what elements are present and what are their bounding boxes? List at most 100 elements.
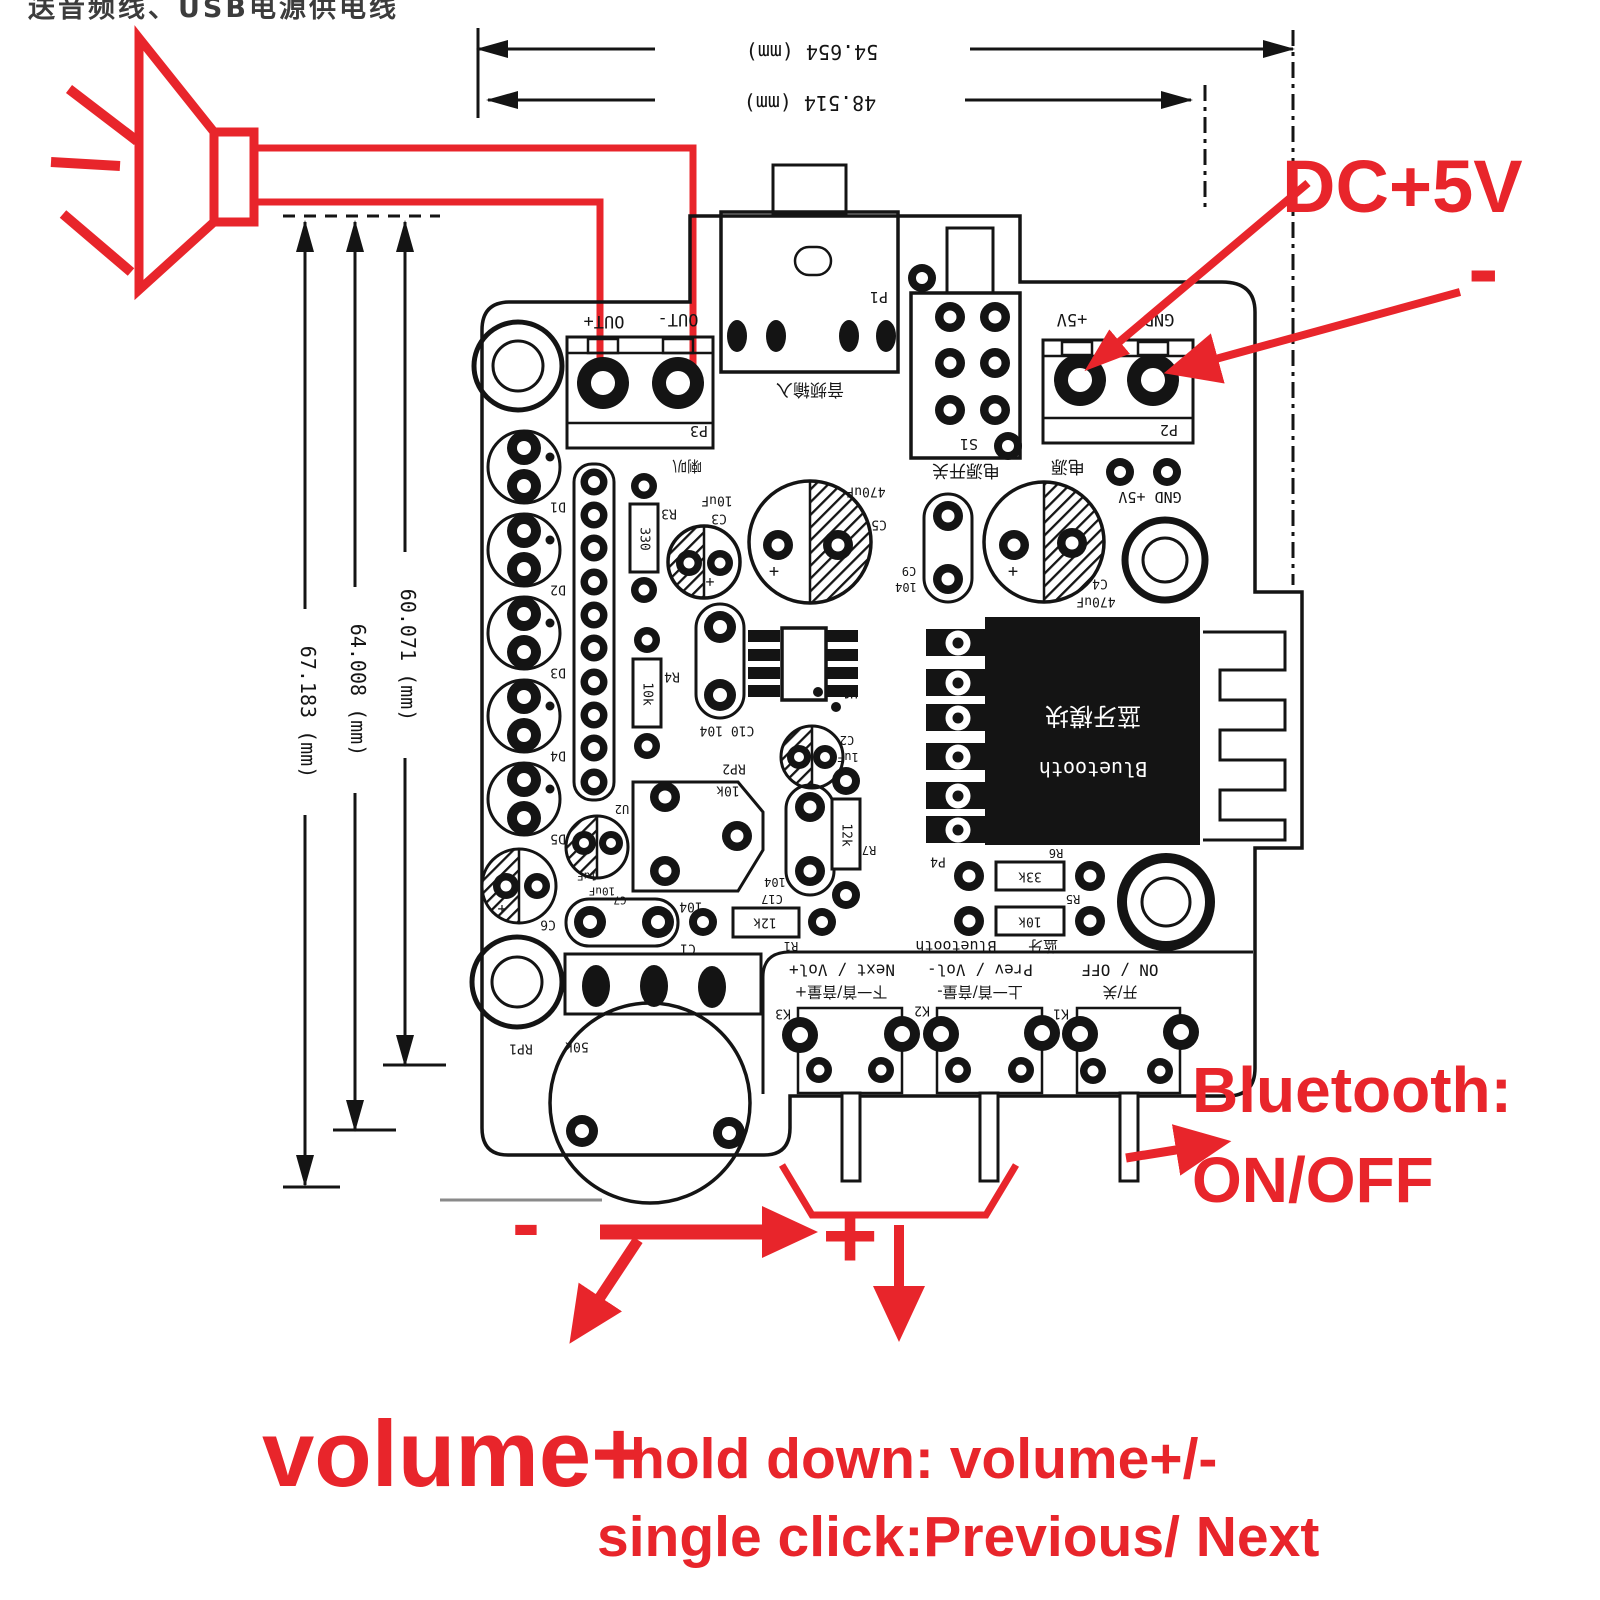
dim-60-071: 60.071 (mm) <box>396 589 420 721</box>
capacitor-c10: C10 104 <box>694 602 754 738</box>
diode-d5: D5 <box>486 761 566 846</box>
connector-p1: P1 音频输入 <box>719 163 900 399</box>
capacitor-c9: C9 104 <box>895 492 974 604</box>
annotation-pol-plus: + <box>822 1182 878 1289</box>
label-out-minus: OUT- <box>658 309 699 329</box>
label-k1-en: ON / OFF <box>1081 961 1158 980</box>
resistor-r3: 330 R3 <box>628 473 677 603</box>
annotation-minus: - <box>1468 218 1499 320</box>
annotation-volume-plus: volume+ <box>262 1401 646 1506</box>
label-u2: U2 <box>615 802 629 816</box>
c6-plus-mark: + <box>497 900 506 918</box>
capacitor-c2: C2 1uF <box>779 724 859 790</box>
label-bt-module-en: Bluetooth <box>1039 757 1147 781</box>
label-d2: D2 <box>550 582 566 597</box>
mounting-holes <box>469 319 1215 1030</box>
button-k1: ON / OFF 开/关 K1 <box>1053 961 1199 1183</box>
speaker-wires <box>254 144 697 372</box>
label-c3: C3 <box>711 511 727 526</box>
label-r3: R3 <box>661 506 677 521</box>
label-r5: R5 <box>1066 892 1080 906</box>
diode-d1: D1 <box>486 429 566 514</box>
label-out-plus: OUT+ <box>584 311 625 331</box>
label-d3: D3 <box>550 665 566 680</box>
label-rp2-value: 10k <box>716 783 740 798</box>
label-c4-value: 470uF <box>1076 594 1115 609</box>
annotation-dc5v: DC+5V <box>1282 145 1523 228</box>
potentiometer-rp1: RP1 50k <box>509 952 763 1205</box>
button-k3: Next / Vol+ 下一首/音量+ K3 <box>775 961 920 1183</box>
label-r7-value: 12k <box>839 823 854 847</box>
label-u1: U1 <box>842 685 858 700</box>
ic-u1: U1 <box>748 626 858 712</box>
c5-plus-mark: + <box>769 561 779 581</box>
label-power-switch: 电源开关 <box>932 460 1000 480</box>
label-k3-cn: 下一首/音量+ <box>795 983 888 1001</box>
label-c2: C2 <box>840 733 854 747</box>
label-k1-cn: 开/关 <box>1102 983 1137 1001</box>
label-c17-value: 104 <box>764 875 786 889</box>
c3-plus-mark: + <box>705 573 714 591</box>
label-c1: C1 <box>680 941 696 956</box>
label-c17: C17 <box>761 892 783 906</box>
label-bt-module-cn: 蓝牙模块 <box>1045 702 1141 730</box>
label-c5: C5 <box>871 517 887 532</box>
dim-64-008: 64.008 (mm) <box>346 624 370 756</box>
dimension-lines: 54.654 (mm) 48.514 (mm) 60.071 (mm) 64.0… <box>283 28 1295 1202</box>
bluetooth-module: 蓝牙模块 Bluetooth P4 <box>926 617 1287 869</box>
label-k3: K3 <box>775 1006 791 1021</box>
diode-d3: D3 <box>486 595 566 680</box>
diodes-d1-d5: D1 D2 D3 D4 <box>486 429 566 846</box>
label-r4: R4 <box>664 669 680 684</box>
pcb-board: OUT+ OUT- P3 喇叭 P1 音频输入 <box>469 163 1304 1205</box>
label-power-cn: 电源 <box>1051 456 1085 476</box>
button-k2: Prev / Vol- 上一首/音量- K2 <box>914 961 1060 1183</box>
c4-plus-mark: + <box>1008 561 1018 581</box>
antenna-meander <box>1203 630 1287 842</box>
annotation-pol-minus: - <box>512 1176 540 1270</box>
annotation-bluetooth: Bluetooth: <box>1192 1054 1512 1126</box>
label-rp1: RP1 <box>509 1041 532 1056</box>
annotation-single-click: single click:Previous/ Next <box>597 1505 1319 1569</box>
label-c7-value: 10uF <box>589 885 616 898</box>
label-audio-in: 音频输入 <box>776 379 844 399</box>
dim-67-183: 67.183 (mm) <box>296 646 320 778</box>
connector-p3: OUT+ OUT- P3 喇叭 <box>565 309 715 475</box>
annotation-hold-down: hold down: volume+/- <box>630 1427 1217 1491</box>
label-c6: C6 <box>540 917 556 932</box>
label-k2: K2 <box>914 1003 930 1018</box>
label-c9: C9 <box>902 564 916 578</box>
label-speaker-cn: 喇叭 <box>672 457 702 475</box>
label-r1: R1 <box>784 939 798 953</box>
capacitor-c1: 104 C1 <box>564 897 703 956</box>
label-r6-value: 33k <box>1018 869 1042 884</box>
label-d5: D5 <box>550 831 566 846</box>
label-r7: R7 <box>862 843 876 857</box>
pin-header <box>572 462 616 802</box>
label-k1: K1 <box>1053 1006 1069 1021</box>
bracket-annotation <box>778 1163 1020 1219</box>
capacitor-c6: + C6 <box>480 847 558 932</box>
label-plus5v: +5V <box>1057 309 1088 329</box>
label-c4: C4 <box>1092 576 1108 591</box>
resistor-r1: 12k R1 <box>689 906 836 953</box>
label-d4: D4 <box>550 748 566 763</box>
label-c2-value: 1uF <box>837 750 859 764</box>
label-p2: P2 <box>1160 421 1178 439</box>
capacitor-c3: + 10uF C3 <box>666 493 742 600</box>
capacitor-c17: 104 C17 <box>761 783 836 906</box>
label-r5-value: 10k <box>1018 914 1042 929</box>
red-annotations: DC+5V - Bluetooth: ON/OFF - + volume+ ho… <box>262 145 1523 1569</box>
label-rp1-value: 50k <box>565 1039 589 1054</box>
diode-d4: D4 <box>486 678 566 763</box>
capacitor-c5: + 470uF C5 <box>747 479 887 605</box>
speaker-icon <box>50 25 259 301</box>
label-gnd-5v: GND +5V <box>1118 488 1181 506</box>
buttons-section: Bluetooth 蓝牙 Next / Vol+ 下一首/音量+ K3 Prev… <box>761 937 1253 1183</box>
label-r6: R6 <box>1049 846 1063 860</box>
label-c5-value: 470uF <box>846 484 885 499</box>
label-u2-value: 1uF <box>577 870 597 883</box>
label-d1: D1 <box>550 499 566 514</box>
label-c3-value: 10uF <box>701 493 732 508</box>
